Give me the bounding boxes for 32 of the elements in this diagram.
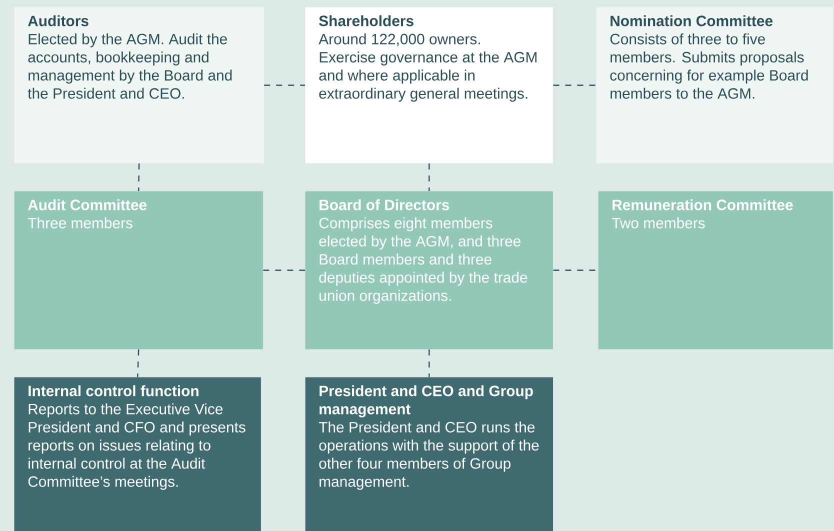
dashed-connector bbox=[553, 270, 598, 271]
dashed-connector bbox=[264, 84, 305, 86]
management-box bbox=[14, 377, 261, 531]
box-heading: Remuneration Committee bbox=[612, 199, 793, 210]
dashed-connector bbox=[138, 164, 140, 191]
box-text: The President and CEO runs the operations with the support of the other four members of Group management. bbox=[318, 422, 539, 490]
box-text: Three members bbox=[28, 217, 132, 228]
box-heading: Auditors bbox=[28, 15, 88, 26]
box-text: Two members bbox=[612, 217, 705, 228]
dashed-connector bbox=[428, 350, 430, 377]
box-heading: Internal control function bbox=[28, 385, 198, 396]
info-box bbox=[14, 7, 264, 164]
dashed-connector bbox=[137, 350, 140, 378]
dashed-connector bbox=[428, 164, 430, 191]
box-heading: Nomination Committee bbox=[610, 15, 773, 26]
box-text: Elected by the AGM. Audit the accounts, bookkeeping and management by the Board and the President and CEO. bbox=[28, 33, 232, 99]
box-text: Consists of three to five members. Submits proposals concerning for example Board members to the AGM. bbox=[610, 33, 808, 99]
box-heading: Shareholders bbox=[319, 15, 414, 26]
dashed-connector bbox=[553, 84, 596, 86]
box-text: Comprises eight members elected by the AGM, and three Board members and three deputies appointed by the trade union organizations. bbox=[319, 217, 528, 304]
box-heading: Board of Directors bbox=[320, 199, 450, 210]
committee-box bbox=[305, 191, 553, 350]
info-box bbox=[596, 7, 833, 164]
management-box bbox=[305, 377, 553, 531]
box-heading: Audit Committee bbox=[28, 199, 147, 210]
box-text: Around 122,000 owners. Exercise governance at the AGM and where applicable in extraordinary general meetings. bbox=[318, 33, 536, 102]
info-box bbox=[305, 7, 553, 164]
dashed-connector bbox=[263, 270, 305, 271]
box-heading: President and CEO and Group management bbox=[320, 385, 533, 418]
box-text: Reports to the Executive Vice President and CFO and presents reports on issues relating to internal control at the Audit Committee’s meetings. bbox=[28, 403, 246, 490]
committee-box bbox=[14, 191, 263, 350]
committee-box bbox=[598, 191, 833, 350]
